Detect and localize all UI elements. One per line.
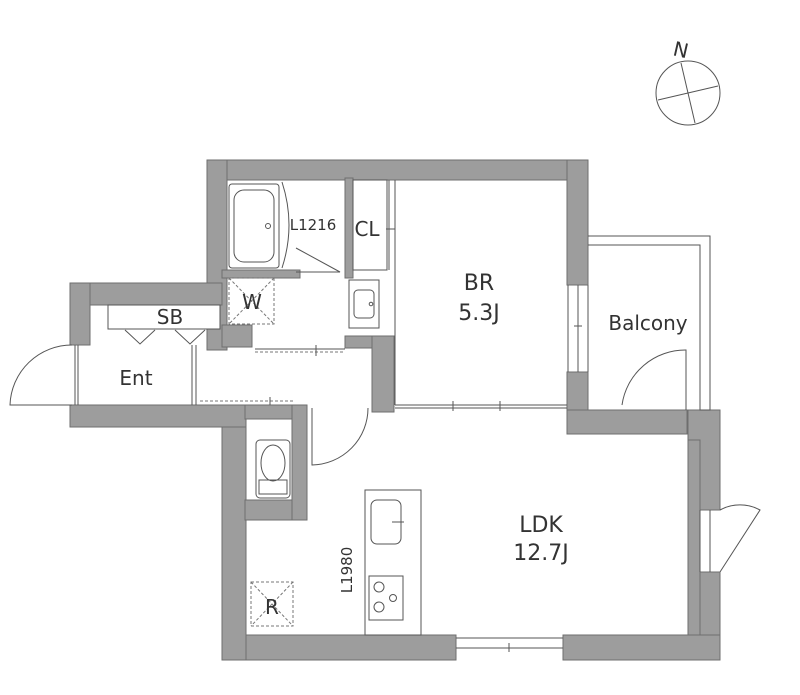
- balcony: Balcony: [588, 235, 711, 411]
- toilet: [255, 407, 369, 499]
- washer-label: W: [242, 290, 262, 314]
- hall: [395, 401, 567, 411]
- wash-basin: [348, 279, 380, 329]
- compass-circle: [655, 60, 721, 126]
- stove: [368, 575, 404, 621]
- walls: [69, 159, 721, 661]
- washroom: W: [228, 277, 380, 356]
- ldk-side-door: [719, 504, 761, 573]
- ldk: L1980 R LDK 12.7J: [250, 489, 761, 652]
- entrance: SB Ent: [9, 304, 295, 406]
- shoe-box-label: SB: [157, 305, 183, 329]
- toilet-bowl: [260, 444, 286, 482]
- bathtub: [228, 183, 280, 269]
- refrigerator-space: [250, 581, 294, 627]
- entrance-door: [9, 344, 73, 406]
- entrance-label: Ent: [119, 366, 152, 390]
- closet-label: CL: [354, 217, 380, 241]
- kitchen-counter: [364, 489, 422, 636]
- ldk-size: 12.7J: [513, 541, 568, 566]
- washer-space: [228, 277, 275, 325]
- compass-ew-line: [657, 85, 719, 101]
- bedroom-name: BR: [464, 271, 494, 296]
- bedroom: BR 5.3J: [394, 180, 589, 409]
- closet: CL: [352, 179, 395, 271]
- bath-door: [295, 247, 341, 273]
- shoe-box: [107, 304, 221, 330]
- compass: N: [655, 36, 721, 126]
- bathroom: L1216: [228, 181, 341, 273]
- bedroom-size: 5.3J: [458, 301, 499, 326]
- balcony-door: [621, 349, 687, 410]
- refrigerator-label: R: [265, 595, 279, 619]
- kitchen-length-label: L1980: [338, 547, 356, 594]
- ldk-name: LDK: [519, 513, 563, 538]
- bath-label: L1216: [290, 216, 337, 234]
- toilet-door: [311, 407, 369, 466]
- compass-north-label: N: [671, 36, 691, 63]
- balcony-label: Balcony: [608, 311, 687, 335]
